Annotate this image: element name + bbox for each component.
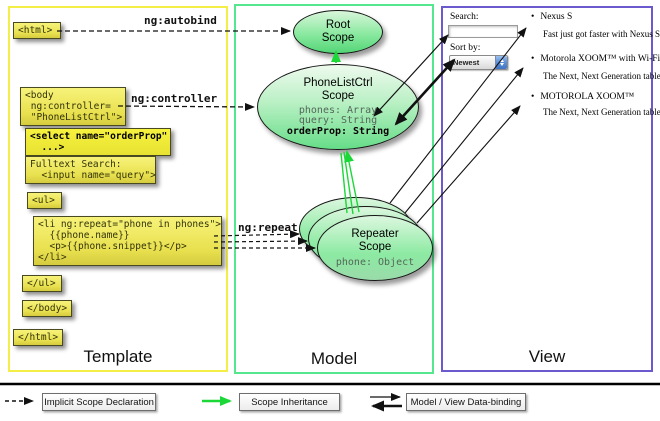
ng-controller-label: ng:controller xyxy=(131,92,218,105)
repeater-scope-ellipse-front: Repeater Scope phone: Object xyxy=(317,215,433,281)
code-line: "PhoneListCtrl"> xyxy=(25,112,123,123)
code-box-fulltext-search: Fulltext Search: <input name="query"> xyxy=(25,156,156,184)
sort-dropdown[interactable]: Newest xyxy=(449,55,508,70)
root-scope-ellipse: Root Scope xyxy=(293,10,383,54)
phone-name: Nexus S xyxy=(540,12,573,22)
list-item-desc: The Next, Next Generation tablet. xyxy=(543,107,660,117)
legend-scope-inheritance: Scope Inheritance xyxy=(239,393,340,411)
code-line: <li ng:repeat="phone in phones"> xyxy=(38,219,222,230)
ng-repeat-label: ng:repeat xyxy=(238,221,298,234)
code-line: <ul> xyxy=(32,195,55,206)
code-line: </html> xyxy=(18,332,59,343)
phone-name: MOTOROLA XOOM™ xyxy=(540,92,635,102)
bullet-icon: • xyxy=(531,54,535,64)
code-box-select: <select name="orderProp" ...> xyxy=(25,128,171,156)
code-box-ul-open: <ul> xyxy=(27,192,62,209)
code-line: </body> xyxy=(27,303,68,314)
template-column-title: Template xyxy=(83,347,153,366)
template-column: Template xyxy=(8,6,228,372)
dropdown-stepper-icon[interactable] xyxy=(495,56,507,69)
phonelistctrl-scope-ellipse: PhoneListCtrl Scope phones: Array query:… xyxy=(257,64,419,150)
scope-prop-phones: phones: Array xyxy=(298,104,378,116)
list-item-name: • Nexus S xyxy=(531,12,572,22)
phone-name: Motorola XOOM™ with Wi-Fi xyxy=(540,54,660,64)
code-line: <html> xyxy=(18,25,53,36)
view-column-title: View xyxy=(528,347,566,366)
search-input[interactable] xyxy=(448,25,518,38)
repeater-scope-title: Scope xyxy=(358,240,392,253)
code-box-body-open: <body ng:controller= "PhoneListCtrl"> xyxy=(20,87,126,126)
legend-implicit-scope-declaration: Implicit Scope Declaration xyxy=(42,393,156,411)
scope-prop-query: query: String xyxy=(298,115,378,127)
code-line: ...> xyxy=(30,142,65,153)
code-line: {{phone.name}} xyxy=(38,230,130,241)
sort-by-label: Sort by: xyxy=(450,43,481,53)
code-line: </ul> xyxy=(27,278,56,289)
code-box-li-repeat: <li ng:repeat="phone in phones"> {{phone… xyxy=(33,216,222,266)
code-box-ul-close: </ul> xyxy=(22,275,62,292)
scope-prop-phone: phone: Object xyxy=(335,256,415,268)
code-line: <input name="query"> xyxy=(30,170,156,181)
scope-prop-orderprop: orderProp: String xyxy=(286,125,390,137)
phonelistctrl-scope-title: PhoneListCtrl xyxy=(303,76,373,89)
code-line: Fulltext Search: xyxy=(30,159,122,170)
sort-dropdown-value: Newest xyxy=(453,58,480,67)
code-line: <p>{{phone.snippet}}</p> xyxy=(38,241,187,252)
search-label: Search: xyxy=(450,12,479,22)
code-line: </li> xyxy=(38,252,67,263)
ng-autobind-label: ng:autobind xyxy=(144,14,217,27)
phonelistctrl-scope-title: Scope xyxy=(321,89,355,102)
code-line: <select name="orderProp" xyxy=(30,131,168,142)
list-item-name: • MOTOROLA XOOM™ xyxy=(531,92,634,102)
code-line: ng:controller= xyxy=(25,101,111,112)
repeater-scope-title: Repeater xyxy=(351,227,399,240)
list-item-name: • Motorola XOOM™ with Wi-Fi xyxy=(531,54,660,64)
bullet-icon: • xyxy=(531,92,535,102)
root-scope-title: Scope xyxy=(321,32,355,44)
code-box-html-close: </html> xyxy=(13,329,63,346)
bullet-icon: • xyxy=(531,12,535,22)
code-box-html-open: <html> xyxy=(13,22,61,39)
legend-model-view-data-binding: Model / View Data-binding xyxy=(406,393,526,411)
model-column: Model xyxy=(234,4,434,374)
code-box-body-close: </body> xyxy=(22,300,72,317)
list-item-desc: Fast just got faster with Nexus S. xyxy=(543,29,660,39)
code-line: <body xyxy=(25,90,54,101)
root-scope-title: Root xyxy=(325,19,351,31)
model-column-title: Model xyxy=(310,349,358,368)
list-item-desc: The Next, Next Generation tablet. xyxy=(543,71,660,81)
